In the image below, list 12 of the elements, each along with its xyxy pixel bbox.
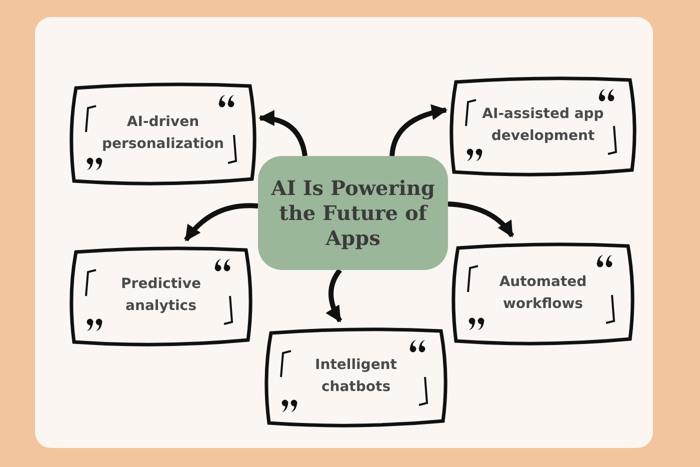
idea-label: Predictive analytics xyxy=(120,275,202,316)
curved-arrow xyxy=(258,110,308,156)
curved-arrow xyxy=(326,268,342,322)
topic-title: AI Is Powering the Future of Apps xyxy=(270,176,436,250)
curved-arrow xyxy=(390,104,448,156)
idea-label: Intelligent chatbots xyxy=(314,356,398,397)
idea-label: Automated workflows xyxy=(498,272,588,314)
idea-label: AI-assisted app development xyxy=(481,105,605,146)
idea-label: AI-driven personalization xyxy=(100,112,226,154)
topic-box xyxy=(258,156,448,270)
curved-arrow xyxy=(448,202,514,238)
curved-arrow xyxy=(184,203,258,242)
